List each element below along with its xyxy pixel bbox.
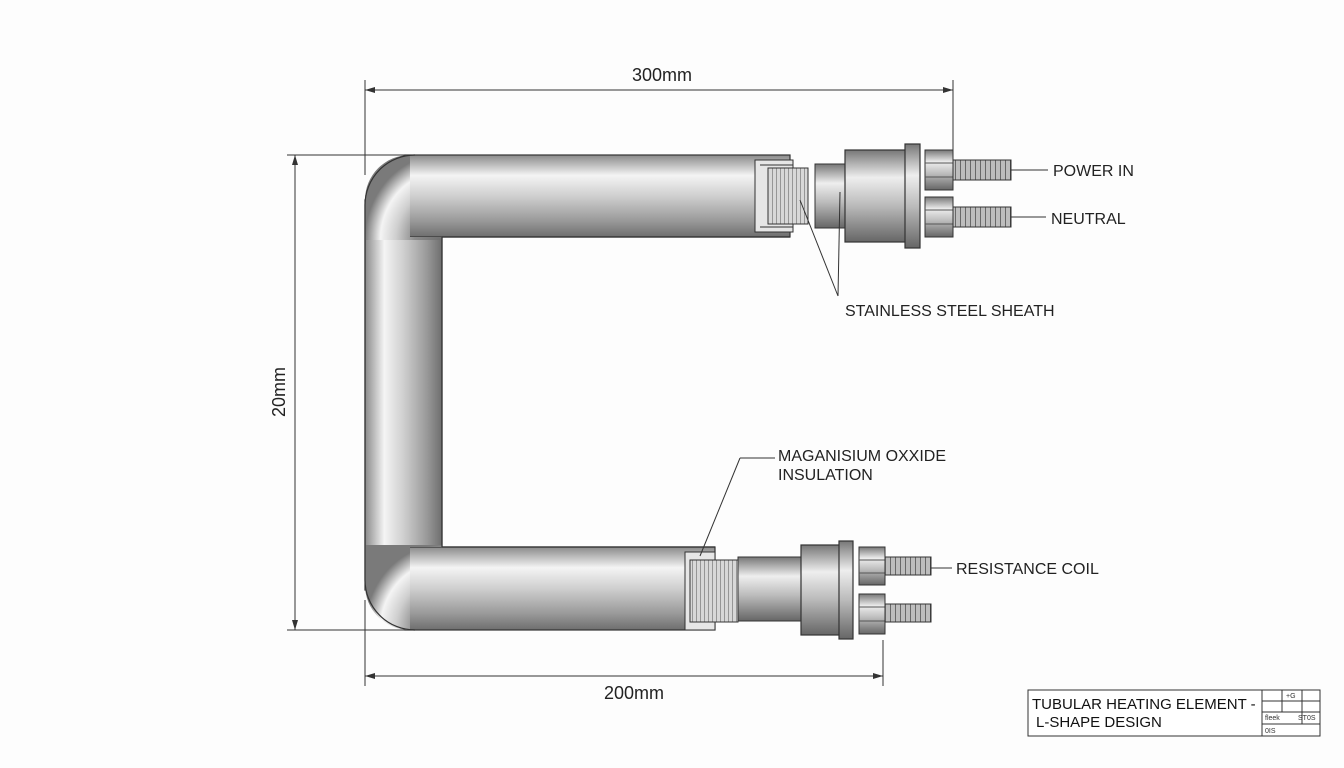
title-block: TUBULAR HEATING ELEMENT - L-SHAPE DESIGN… <box>1027 689 1321 737</box>
dimension-top-label: 300mm <box>632 65 692 85</box>
leader-lines <box>699 169 1048 569</box>
title-block-cell-4: 0IS <box>1265 728 1276 735</box>
top-terminal <box>754 143 1012 249</box>
dimension-left-label: 20mm <box>269 367 289 417</box>
tube-body <box>364 154 791 631</box>
bottom-terminal <box>684 540 932 640</box>
label-power-in: POWER IN <box>1053 163 1134 180</box>
title-line-2: L-SHAPE DESIGN <box>1036 714 1162 731</box>
dimension-bottom-label: 200mm <box>604 683 664 703</box>
title-block-cell-2: fleek <box>1265 715 1280 722</box>
dimension-top: 300mm <box>364 65 954 175</box>
title-block-cell-1: +G <box>1286 693 1296 700</box>
label-insulation-line1: MAGANISIUM OXXIDE <box>778 448 946 465</box>
title-line-1: TUBULAR HEATING ELEMENT - <box>1032 696 1256 713</box>
title-block-cell-3: ST0S <box>1298 715 1316 722</box>
label-resistance-coil: RESISTANCE COIL <box>956 561 1099 578</box>
label-insulation-line2: INSULATION <box>778 467 873 484</box>
label-neutral: NEUTRAL <box>1051 211 1126 228</box>
dimension-bottom: 200mm <box>364 600 884 703</box>
dimension-left: 20mm <box>269 154 410 631</box>
label-sheath: STAINLESS STEEL SHEATH <box>845 303 1055 320</box>
